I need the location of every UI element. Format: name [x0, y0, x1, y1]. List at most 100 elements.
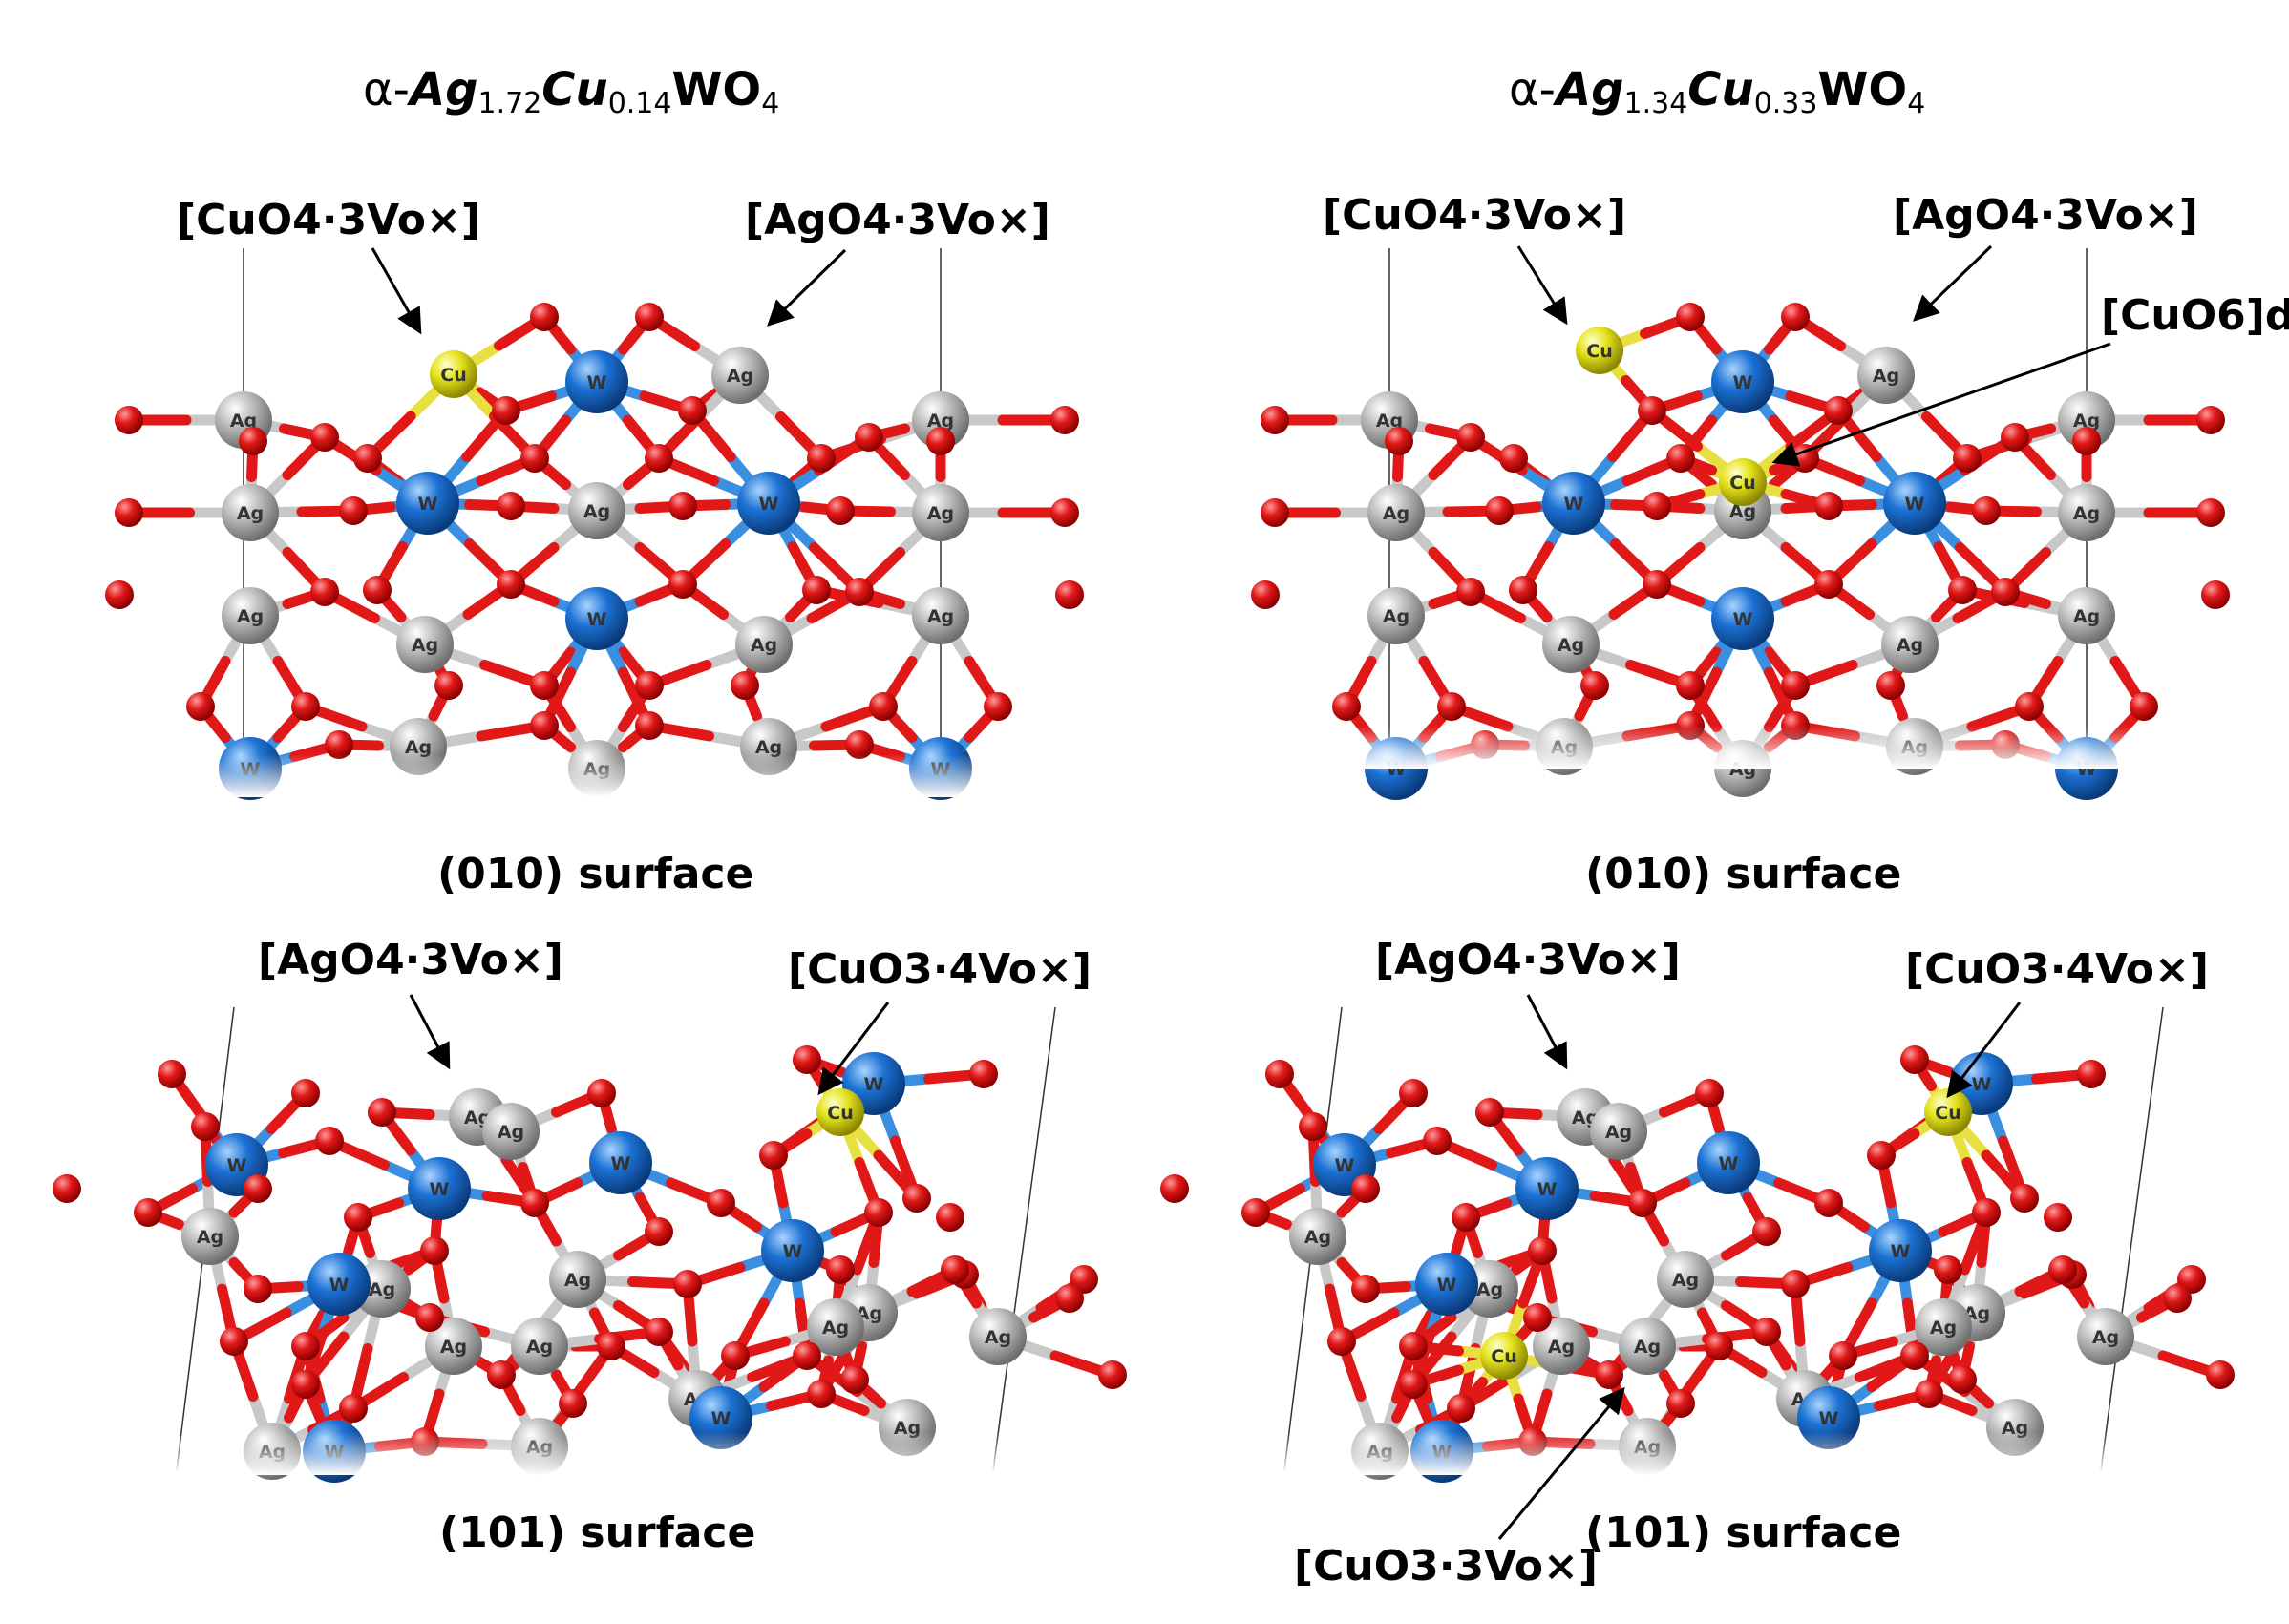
oxygen-atom: [1643, 492, 1671, 520]
oxygen-atom: [1752, 1318, 1781, 1346]
tungsten-atom: [307, 1253, 371, 1316]
oxygen-atom: [902, 1184, 931, 1213]
label-tr-cuo6: [CuO6]d: [2101, 291, 2289, 340]
oxygen-atom: [1055, 1284, 1084, 1313]
oxygen-atom: [1953, 444, 1982, 473]
oxygen-atom: [1991, 578, 2020, 606]
oxygen-atom: [1781, 303, 1810, 331]
atom-label: Ag: [2073, 411, 2100, 432]
atom-label: Ag: [564, 1270, 591, 1291]
oxygen-atom: [530, 671, 559, 700]
oxygen-atom: [1332, 692, 1361, 721]
silver-atom: [1657, 1251, 1714, 1308]
oxygen-atom: [1475, 1098, 1504, 1127]
atom-label: Ag: [369, 1279, 395, 1300]
silver-atom: [1915, 1298, 1972, 1356]
oxygen-atom: [492, 396, 520, 425]
atom-label: Ag: [1873, 366, 1899, 387]
atom-label: Ag: [440, 1337, 467, 1358]
oxygen-atom: [936, 1203, 964, 1232]
oxygen-atom: [325, 730, 353, 759]
atom-label: Ag: [1304, 1227, 1331, 1248]
tungsten-atom: [1883, 472, 1946, 535]
oxygen-atom: [1509, 576, 1537, 604]
atom-label: W: [587, 609, 607, 630]
silver-atom: [1881, 616, 1939, 673]
oxygen-atom: [869, 692, 898, 721]
oxygen-atom: [291, 1079, 320, 1107]
oxygen-atom: [310, 578, 339, 606]
silver-atom: [2058, 587, 2115, 644]
atom-label: Ag: [2073, 503, 2100, 524]
silver-atom: [511, 1318, 568, 1375]
silver-atom: [1533, 1318, 1590, 1375]
label-br-ago4: [AgO4·3Vo×]: [1375, 936, 1681, 984]
atom-label: W: [1537, 1179, 1558, 1200]
oxygen-atom: [530, 711, 559, 740]
oxygen-atom: [840, 1365, 869, 1394]
oxygen-atom: [731, 671, 759, 700]
copper-atom: [816, 1088, 864, 1136]
oxygen-atom: [530, 303, 559, 331]
oxygen-atom: [1695, 1079, 1724, 1107]
label-tr-cuo4: [CuO4·3Vo×]: [1323, 191, 1626, 240]
atom-label: Ag: [985, 1327, 1011, 1348]
atom-label: Ag: [2073, 606, 2100, 627]
tungsten-atom: [1697, 1131, 1760, 1194]
copper-atom: [1480, 1332, 1528, 1380]
surface-label-bl: (101) surface: [439, 1508, 755, 1557]
oxygen-atom: [520, 444, 549, 473]
oxygen-atom: [1814, 1189, 1843, 1217]
silver-atom: [912, 391, 969, 449]
oxygen-atom: [487, 1360, 516, 1389]
oxygen-atom: [315, 1127, 344, 1155]
oxygen-atom: [2206, 1360, 2235, 1389]
oxygen-atom: [1972, 496, 2001, 525]
atom-label: Ag: [1930, 1318, 1957, 1339]
oxygen-atom: [721, 1341, 750, 1370]
oxygen-atom: [635, 711, 664, 740]
oxygen-atom: [1456, 423, 1485, 452]
oxygen-atom: [597, 1332, 625, 1360]
oxygen-atom: [668, 570, 697, 599]
atom-label: W: [1719, 1153, 1739, 1174]
copper-atom: [430, 350, 477, 398]
oxygen-atom: [2015, 692, 2044, 721]
oxygen-atom: [793, 1045, 821, 1074]
oxygen-atom: [497, 492, 525, 520]
oxygen-atom: [115, 498, 143, 527]
label-bl-ago4: [AgO4·3Vo×]: [258, 936, 563, 984]
oxygen-atom: [1948, 576, 1977, 604]
label-tr-ago4: [AgO4·3Vo×]: [1893, 191, 2198, 240]
oxygen-atom: [1261, 498, 1289, 527]
oxygen-atom: [1160, 1174, 1189, 1203]
oxygen-atom: [559, 1389, 587, 1418]
oxygen-atom: [1972, 1198, 2001, 1227]
atom-label: Ag: [1729, 501, 1756, 522]
oxygen-atom: [587, 1079, 616, 1107]
oxygen-atom: [1399, 1079, 1428, 1107]
atom-label: W: [1891, 1241, 1911, 1262]
oxygen-atom: [1050, 498, 1079, 527]
silver-atom: [1590, 1103, 1647, 1160]
silver-atom: [1619, 1318, 1676, 1375]
tungsten-atom: [761, 1219, 824, 1282]
atom-label: Ag: [1672, 1270, 1699, 1291]
atom-label: W: [1437, 1275, 1457, 1296]
atom-label: Ag: [927, 606, 954, 627]
oxygen-atom: [1423, 1127, 1452, 1155]
atom-label: Cu: [440, 365, 466, 386]
tungsten-atom: [1415, 1253, 1478, 1316]
silver-atom: [2058, 484, 2115, 541]
oxygen-atom: [1900, 1341, 1929, 1370]
atom-label: Ag: [927, 503, 954, 524]
atom-label: Ag: [927, 411, 954, 432]
oxygen-atom: [1676, 303, 1705, 331]
label-bl-cuo3: [CuO3·4Vo×]: [788, 945, 1092, 994]
oxygen-atom: [420, 1236, 449, 1265]
oxygen-atom: [826, 496, 855, 525]
silver-atom: [735, 616, 793, 673]
atom-label: W: [1335, 1155, 1355, 1176]
oxygen-atom: [1265, 1060, 1294, 1088]
oxygen-atom: [1876, 671, 1905, 700]
